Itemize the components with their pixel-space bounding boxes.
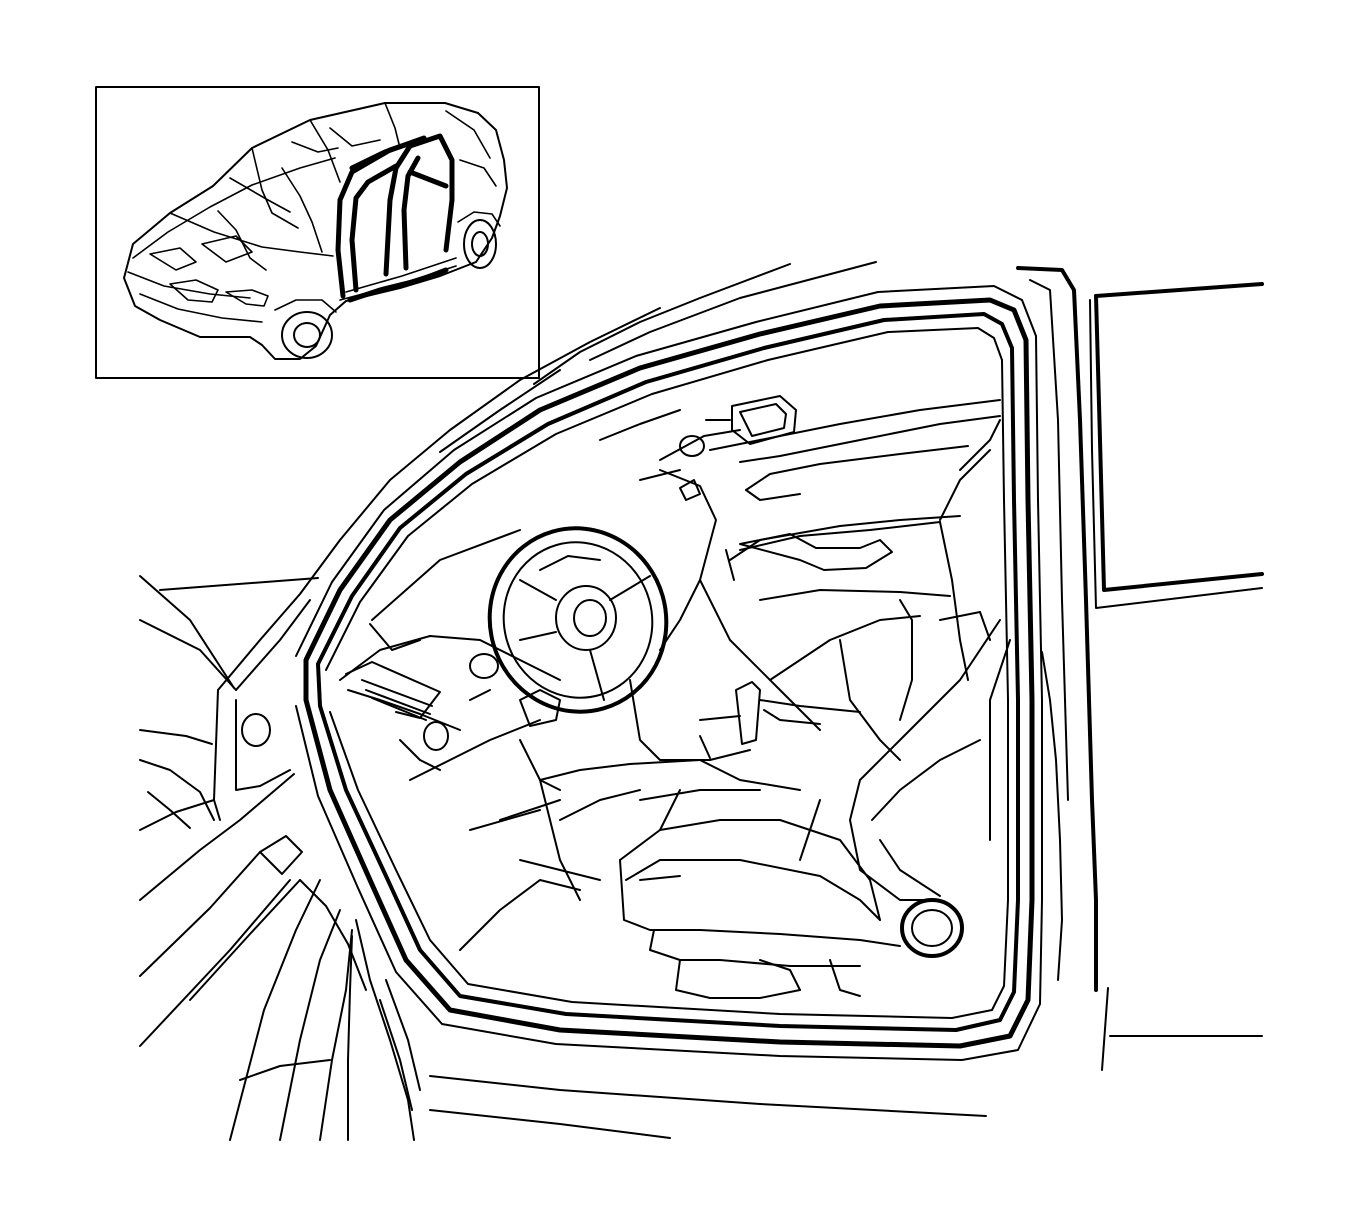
steering-column	[599, 409, 741, 651]
steering-wheel	[487, 526, 669, 714]
interior-mirror	[705, 395, 797, 445]
dashboard	[339, 529, 561, 781]
passenger-door	[709, 399, 1001, 681]
center-console	[469, 679, 761, 901]
inset-car-body	[123, 102, 508, 360]
a-pillar	[139, 307, 661, 901]
inset-view	[95, 86, 540, 379]
roof-lines	[439, 261, 877, 453]
inset-frame	[95, 86, 540, 379]
b-pillar	[1016, 266, 1098, 992]
door-mirror	[139, 835, 303, 1047]
rear-door-window	[1089, 282, 1264, 1071]
inset-door-seal-highlight	[335, 133, 455, 303]
passenger-seat	[699, 579, 991, 761]
main-view	[139, 261, 1264, 1141]
driver-seat	[619, 619, 1011, 999]
door-opening-seal	[295, 285, 1043, 1061]
front-door-edge	[229, 879, 987, 1141]
floor-lines	[459, 739, 641, 951]
